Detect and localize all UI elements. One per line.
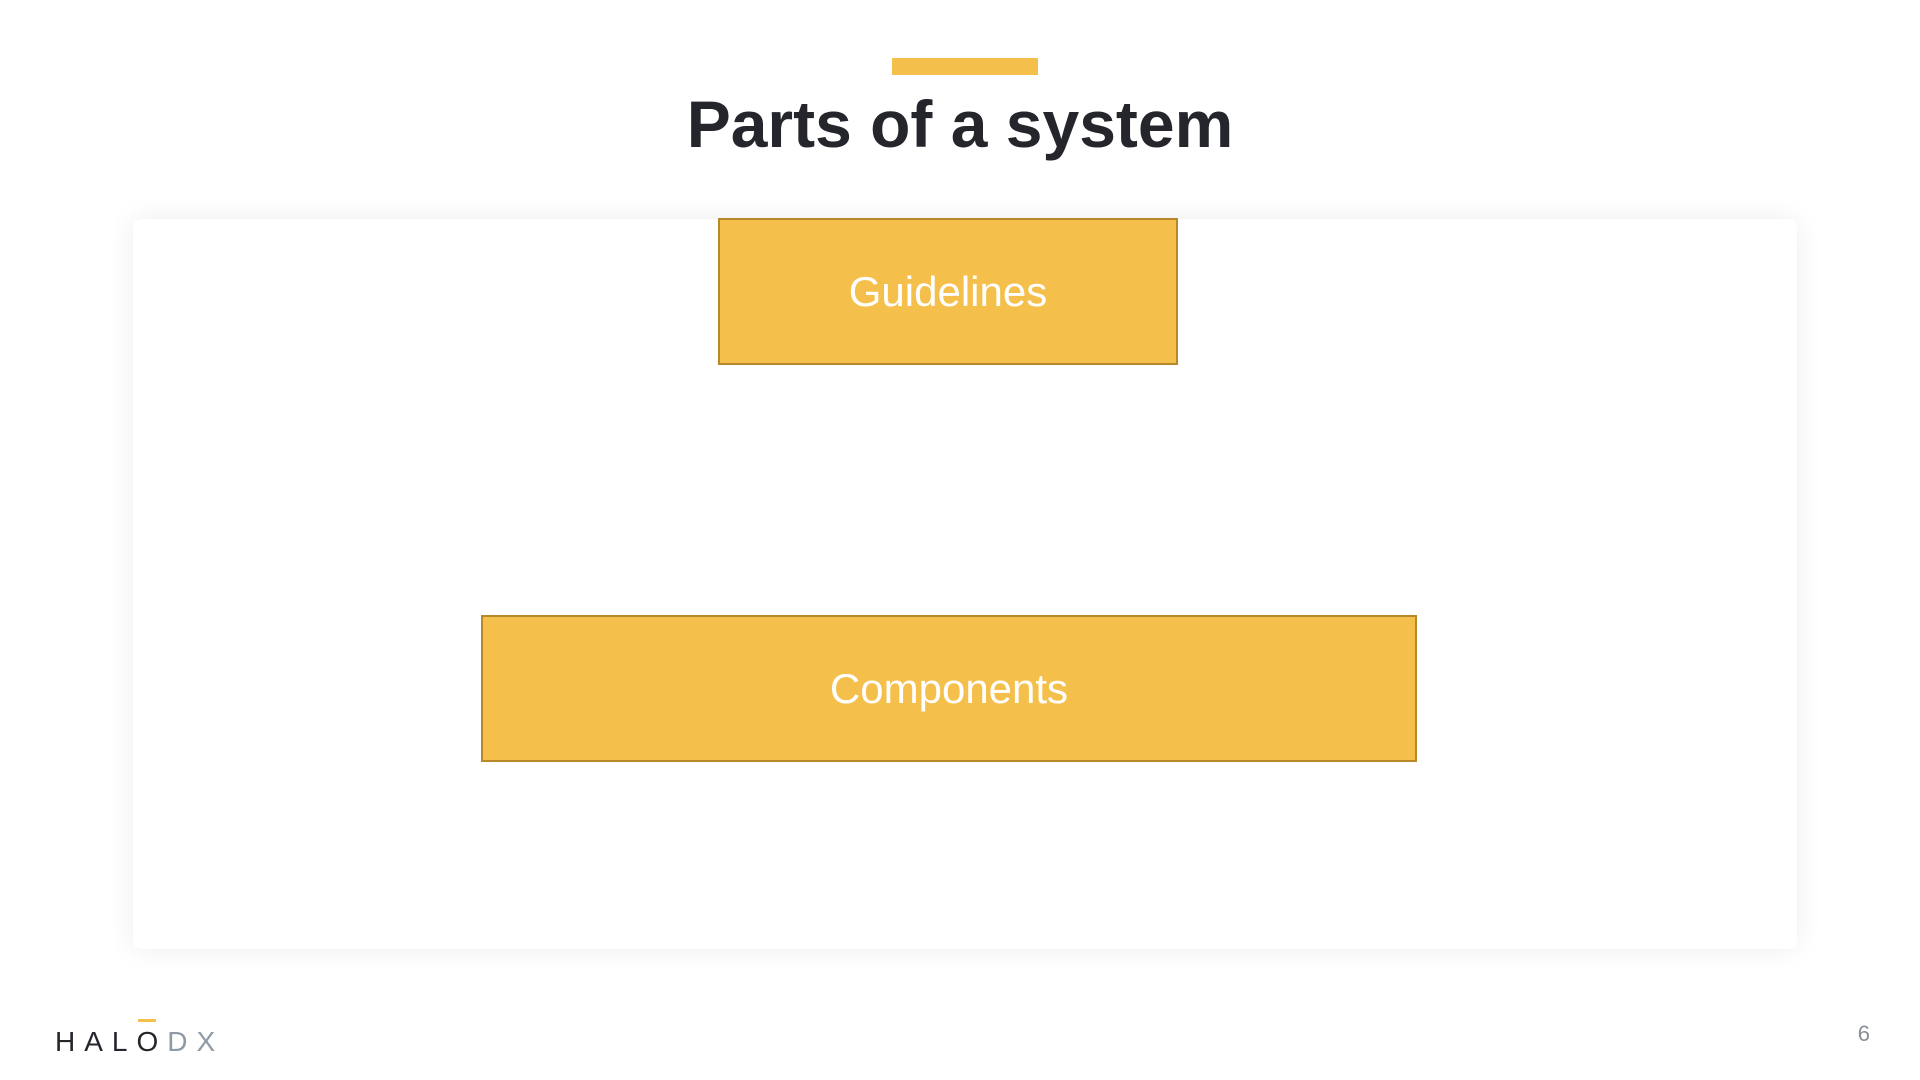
components-box[interactable]: Components (481, 615, 1417, 762)
logo-dx-text: DX (167, 1026, 225, 1057)
logo-accent-mark (138, 1019, 157, 1022)
title-accent-bar (892, 58, 1038, 75)
logo-halo-text: HALO (55, 1019, 167, 1057)
page-number: 6 (1857, 1021, 1870, 1046)
slide-title: Parts of a system (686, 87, 1234, 161)
logo-o-letter: O (136, 1019, 167, 1057)
guidelines-box[interactable]: Guidelines (718, 218, 1178, 365)
halo-dx-logo: HALO DX (55, 1017, 224, 1057)
